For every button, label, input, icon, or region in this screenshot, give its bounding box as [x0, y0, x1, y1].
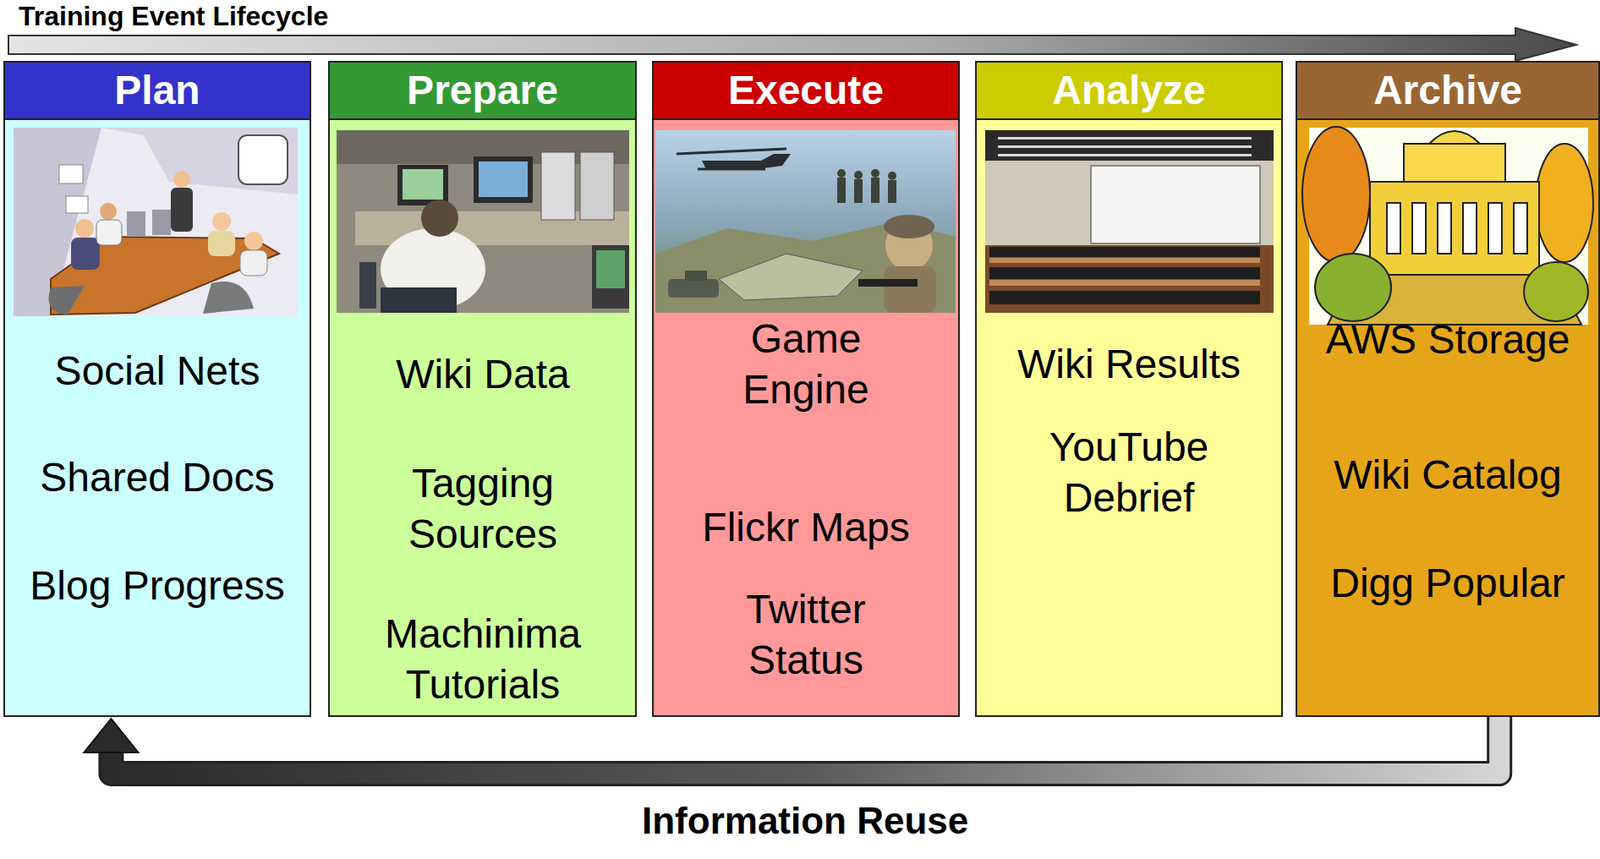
lifecycle-stage: ExecuteGame EngineFlickr MapsTwitter Sta… [652, 60, 960, 718]
tool-label: Twitter Status [704, 584, 908, 686]
stage-title: Plan [114, 66, 200, 115]
lifecycle-stage: PlanSocial NetsShared DocsBlog Progress [3, 60, 312, 718]
stage-header: Analyze [976, 62, 1282, 121]
stage-header: Archive [1297, 62, 1599, 121]
arrow-outline [110, 717, 1500, 774]
tool-label: Tagging Sources [368, 458, 598, 560]
edge-label: Information Reuse [641, 799, 969, 844]
lifecycle-stage: PrepareWiki DataTagging SourcesMachinima… [328, 60, 637, 718]
lifecycle-arrow [8, 27, 1577, 61]
lifecycle-stage: ArchiveAWS StorageWiki CatalogDigg Popul… [1295, 60, 1600, 718]
stage-header: Plan [5, 62, 310, 121]
tool-label: YouTube Debrief [1019, 421, 1239, 524]
stage-title: Archive [1373, 66, 1523, 115]
tool-label: Social Nets [9, 345, 306, 397]
reuse-arrow [83, 717, 1500, 774]
arrow-body [110, 717, 1500, 774]
tool-label: Wiki Data [334, 349, 631, 400]
tool-label: Machinima Tutorials [356, 608, 610, 711]
lifecycle-stage: AnalyzeWiki ResultsYouTube Debrief [975, 60, 1283, 718]
tool-label: Wiki Catalog [1300, 449, 1595, 501]
stage-title: Analyze [1052, 66, 1206, 115]
tool-label: Shared Docs [9, 452, 306, 504]
diagram-title: Training Event Lifecycle [18, 0, 329, 32]
tool-label: Flickr Maps [662, 502, 950, 554]
tool-label: AWS Storage [1300, 314, 1595, 366]
stage-title: Prepare [406, 66, 559, 115]
tool-label: Game Engine [704, 313, 908, 416]
stage-header: Execute [653, 62, 959, 121]
stage-title: Execute [728, 66, 884, 115]
tool-label: Digg Popular [1300, 558, 1595, 609]
tool-label: Wiki Results [980, 339, 1277, 390]
stage-header: Prepare [329, 62, 636, 121]
tool-label: Blog Progress [9, 560, 306, 612]
arrow-head [83, 718, 138, 753]
